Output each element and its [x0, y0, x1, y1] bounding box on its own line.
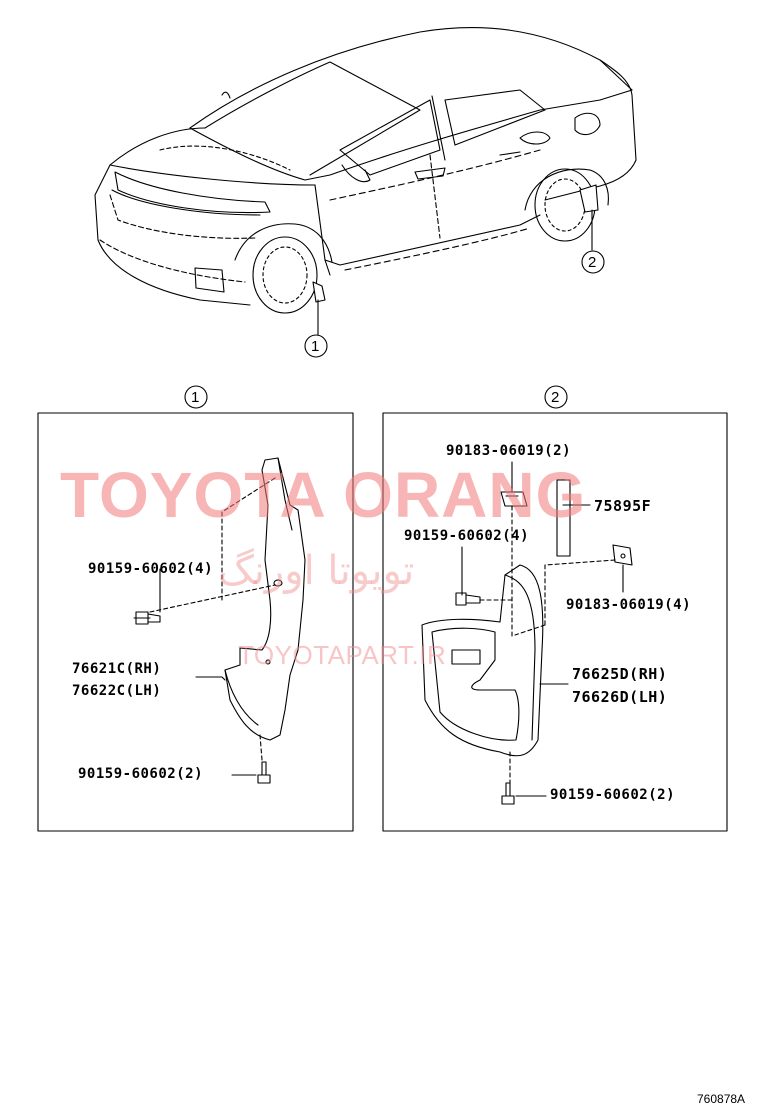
nut-icon	[500, 491, 528, 507]
part-number-seal: 75895F	[594, 497, 652, 515]
part-number-nut-upper: 90183-06019(2)	[446, 443, 572, 459]
part-number-mudguard-rh-rear: 76625D(RH)	[572, 665, 668, 683]
part-number-mudguard-rh: 76621C(RH)	[72, 661, 162, 677]
panel-right-heading-circle	[544, 385, 568, 409]
panel-right-frame	[382, 412, 728, 832]
bolt-icon	[455, 592, 481, 606]
nut-icon	[612, 544, 633, 566]
car-illustration	[94, 27, 637, 336]
panel-left-heading: 1	[191, 389, 200, 406]
seal-strip	[556, 479, 571, 557]
panel-right-heading: 2	[551, 389, 560, 406]
part-number-screw-upper: 90159-60602(4)	[88, 561, 214, 577]
front-mudguard-drawing	[224, 457, 306, 741]
part-number-screw-upper-right: 90159-60602(4)	[404, 528, 530, 544]
diagram-reference-code: 760878A	[697, 1092, 746, 1106]
callout-rear-circle	[581, 250, 605, 274]
panel-left-frame	[37, 412, 354, 832]
callout-rear-label: 2	[588, 254, 597, 271]
part-number-screw-lower-right: 90159-60602(2)	[550, 787, 676, 803]
rear-mudguard-drawing	[421, 564, 544, 757]
bolt-icon	[133, 611, 161, 625]
callout-front-label: 1	[311, 338, 320, 355]
part-number-screw-lower: 90159-60602(2)	[78, 766, 204, 782]
panel-left-heading-circle	[184, 385, 208, 409]
part-number-mudguard-lh: 76622C(LH)	[72, 683, 162, 699]
part-number-nut-right: 90183-06019(4)	[566, 597, 692, 613]
callout-front-circle	[304, 334, 328, 358]
bolt-icon	[501, 782, 515, 805]
bolt-icon	[257, 761, 271, 784]
part-number-mudguard-lh-rear: 76626D(LH)	[572, 688, 668, 706]
